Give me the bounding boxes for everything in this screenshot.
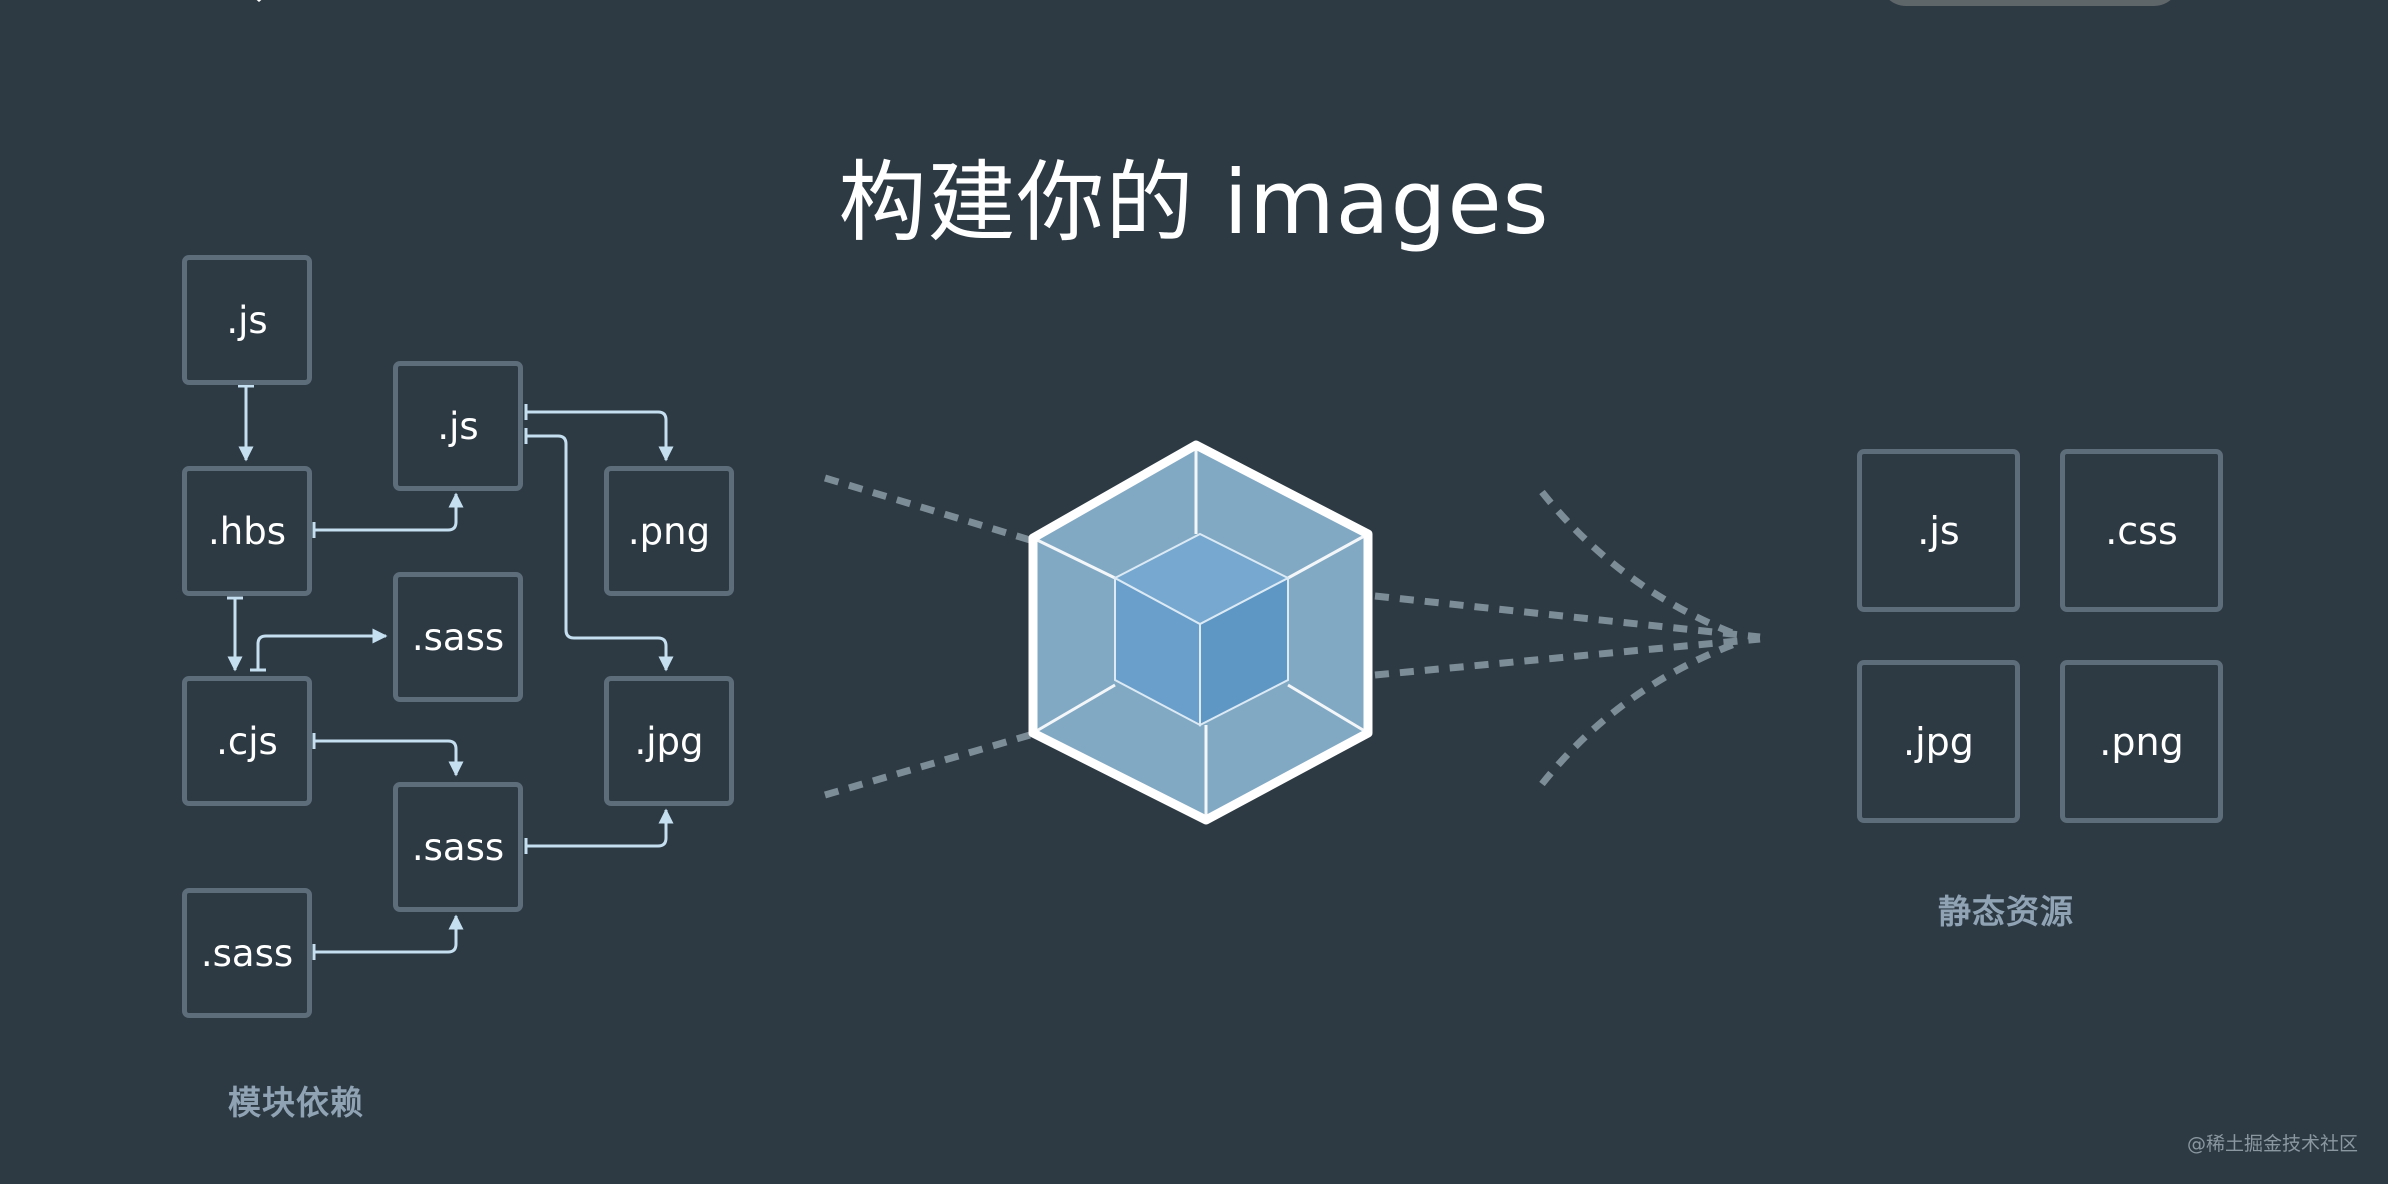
dashed-out-upper-arc: [1539, 489, 1742, 640]
arrow-cjs-to-sass2: [314, 739, 464, 777]
static-asset-label: .png: [2099, 719, 2184, 764]
static-assets-caption: 静态资源: [1938, 892, 2074, 931]
module-node-label: .js: [437, 404, 479, 448]
dashed-in-bottom: [824, 731, 1031, 799]
module-node-label: .png: [627, 509, 711, 553]
static-asset: .jpg: [1857, 660, 2020, 823]
page-title: 构建你的 images: [838, 151, 1550, 254]
arrow-hbs-to-js2: [314, 492, 464, 532]
dashed-out-lower-arc: [1539, 638, 1742, 787]
module-node: .js: [182, 255, 312, 385]
arrow-js2-to-png: [526, 410, 674, 462]
module-node: .png: [604, 466, 734, 596]
module-node-label: .sass: [411, 825, 505, 869]
top-logo-icon: [256, 0, 262, 2]
top-pill-button[interactable]: [1880, 0, 2180, 6]
dashed-in-top: [823, 474, 1032, 544]
module-node-label: .cjs: [216, 719, 278, 763]
static-asset-label: .css: [2105, 508, 2178, 553]
module-node: .js: [393, 361, 523, 491]
module-node: .hbs: [182, 466, 312, 596]
module-node: .sass: [182, 888, 312, 1018]
module-node-label: .hbs: [208, 509, 286, 553]
static-asset-label: .jpg: [1903, 719, 1974, 764]
arrow-js2-to-jpg: [526, 434, 674, 672]
static-asset: .js: [1857, 449, 2020, 612]
module-node: .cjs: [182, 676, 312, 806]
module-node: .sass: [393, 572, 523, 702]
cube-inner-top: [1112, 532, 1291, 626]
static-asset-label: .js: [1917, 508, 1960, 553]
watermark: @稀土掘金技术社区: [2186, 1133, 2358, 1155]
module-node-label: .jpg: [634, 719, 704, 763]
module-graph-caption: 模块依赖: [228, 1083, 364, 1122]
static-asset: .png: [2060, 660, 2223, 823]
module-node: .sass: [393, 782, 523, 912]
arrow-cjs-to-sass1: [256, 628, 388, 670]
module-node: .jpg: [604, 676, 734, 806]
module-node-label: .js: [226, 298, 268, 342]
module-node-label: .sass: [200, 931, 294, 975]
module-node-label: .sass: [411, 615, 505, 659]
arrow-sass2-to-jpg: [526, 808, 674, 848]
arrow-sass3-to-sass2: [314, 914, 464, 954]
static-asset: .css: [2060, 449, 2223, 612]
